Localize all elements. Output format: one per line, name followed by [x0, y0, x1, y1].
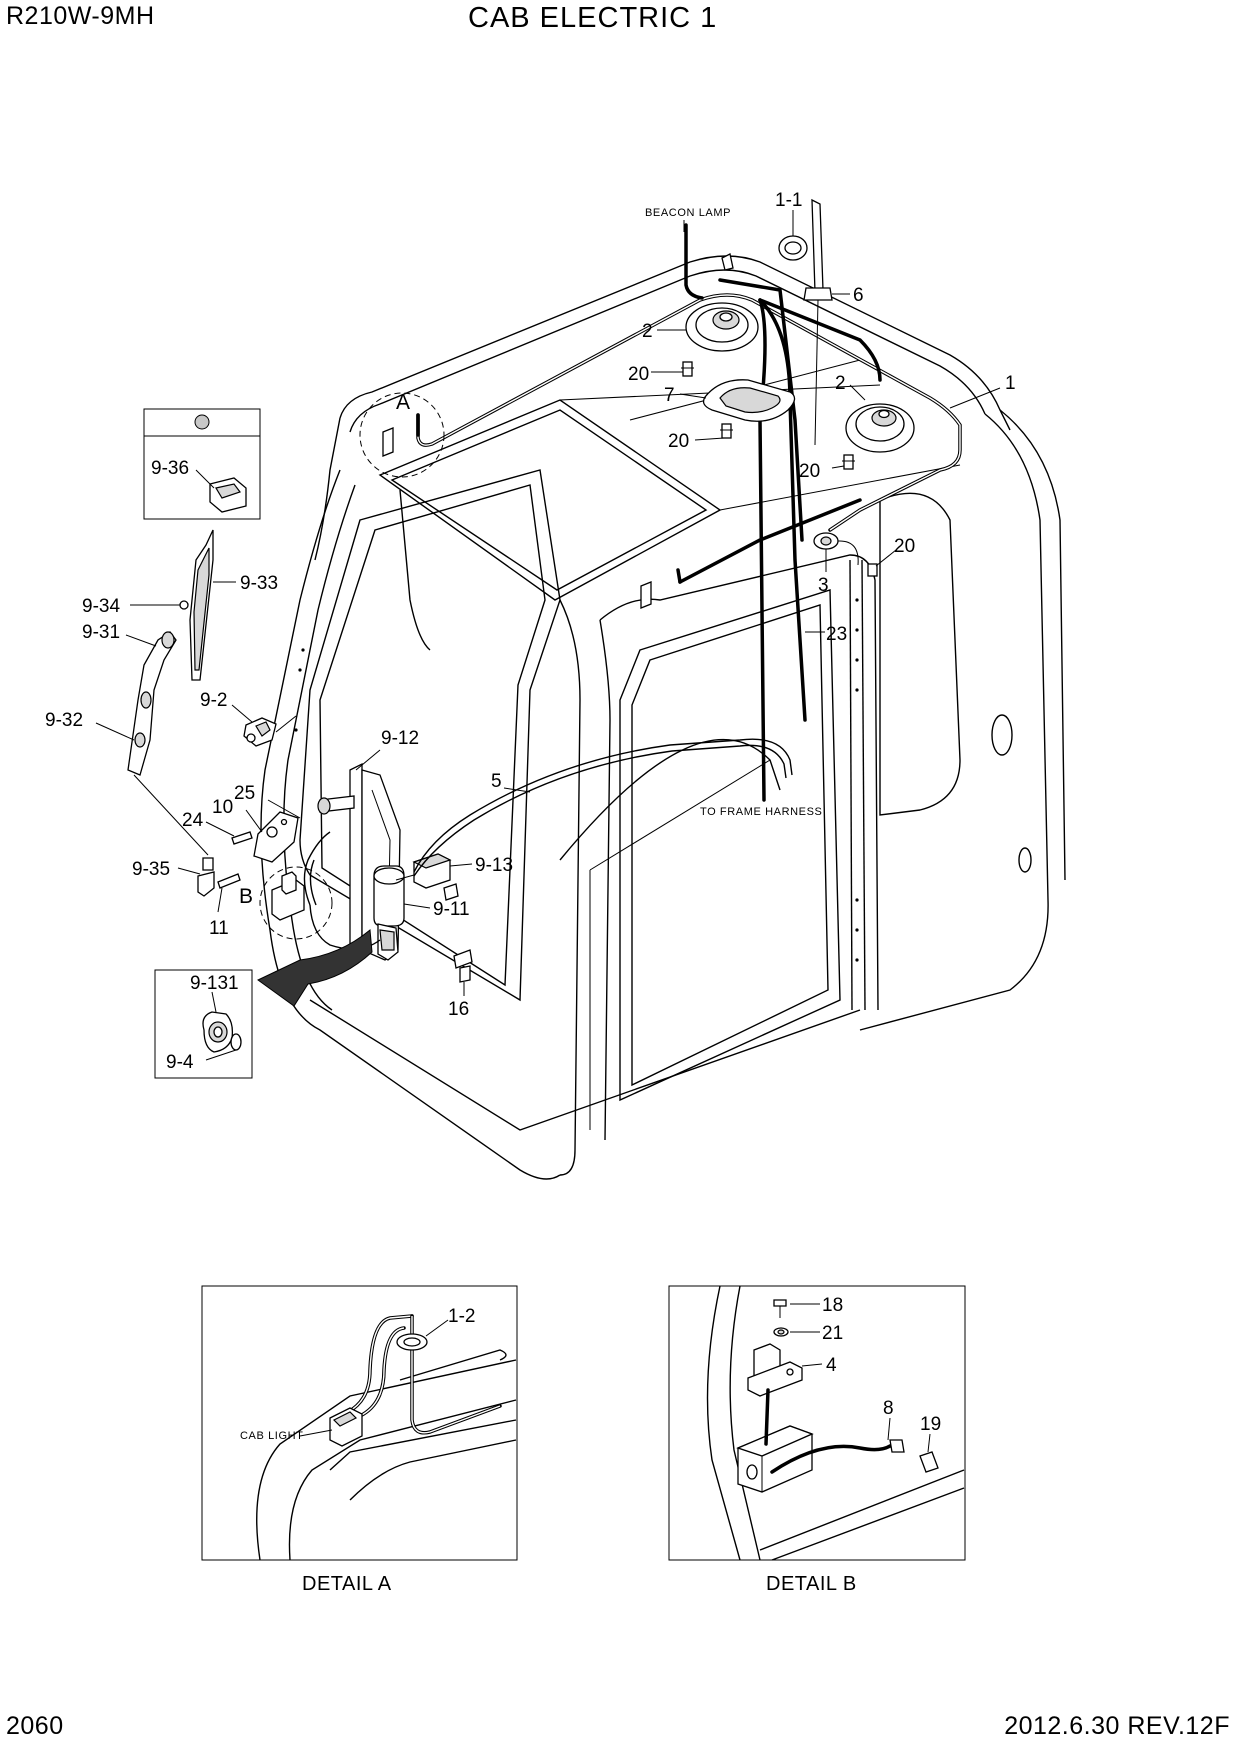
caption-detail-b: DETAIL B	[766, 1573, 857, 1595]
room-lamp-7	[679, 379, 796, 422]
harness-1-leader	[949, 387, 1001, 409]
callout-9-31: 9-31	[82, 622, 120, 643]
callout-1-1: 1-1	[775, 190, 802, 211]
roof-clips	[382, 253, 734, 609]
callout-11: 11	[209, 918, 229, 939]
callout-9-35: 9-35	[132, 859, 170, 880]
note-to-frame-harness: TO FRAME HARNESS	[700, 806, 822, 818]
callout-20-b: 20	[668, 431, 689, 452]
knob-9-34	[130, 600, 189, 610]
grommet-1-1	[778, 210, 808, 261]
speaker-2-right	[845, 384, 915, 453]
callout-9-32: 9-32	[45, 710, 83, 731]
mirror-9-33	[189, 529, 236, 681]
inset-9-131	[154, 969, 253, 1079]
callout-24: 24	[182, 810, 204, 831]
callout-10: 10	[212, 797, 233, 818]
callout-20-a: 20	[628, 364, 649, 385]
callout-9-13: 9-13	[475, 855, 513, 876]
note-beacon-lamp: BEACON LAMP	[645, 207, 731, 219]
detail-arrow	[257, 929, 373, 1007]
callout-5: 5	[491, 771, 502, 792]
detail-ref-b: B	[239, 885, 253, 908]
motor-9-11	[373, 865, 431, 961]
callout-1-2: 1-2	[448, 1306, 475, 1327]
callout-9-12: 9-12	[381, 728, 419, 749]
callout-18: 18	[822, 1295, 843, 1316]
callout-9-2: 9-2	[200, 690, 227, 711]
callout-9-131: 9-131	[190, 973, 239, 994]
bolt-20-a	[651, 361, 694, 377]
note-cab-light: CAB LIGHT	[240, 1430, 303, 1442]
model-code: R210W-9MH	[6, 2, 155, 30]
revision-date: 2012.6.30 REV.12F	[1004, 1712, 1230, 1740]
plate-10	[245, 799, 301, 863]
callout-23: 23	[826, 624, 847, 645]
callout-20-c: 20	[799, 461, 820, 482]
callout-25: 25	[234, 783, 255, 804]
screw-24	[205, 821, 253, 845]
callout-8: 8	[883, 1398, 894, 1419]
detail-b-box	[271, 871, 305, 921]
nozzle-small	[443, 883, 459, 901]
antenna-6	[803, 198, 850, 446]
callout-4: 4	[826, 1355, 837, 1376]
nozzle-16	[453, 949, 473, 996]
callout-1: 1	[1005, 373, 1016, 394]
bolt-20-b	[694, 423, 733, 441]
mirror-arm-9-31-9-32	[95, 631, 209, 856]
callout-19: 19	[920, 1414, 941, 1435]
callout-9-11: 9-11	[433, 899, 470, 920]
callout-16: 16	[448, 999, 469, 1020]
page-title: CAB ELECTRIC 1	[468, 2, 718, 34]
callout-21: 21	[822, 1323, 843, 1344]
bolt-20-c	[831, 454, 855, 470]
callout-3: 3	[818, 575, 829, 596]
callout-9-34: 9-34	[82, 596, 120, 617]
washer-hose-5	[303, 738, 793, 950]
detail-a-panel	[201, 1285, 518, 1561]
callout-9-33: 9-33	[240, 573, 278, 594]
bolt-20-d	[867, 549, 897, 577]
clip-9-35	[177, 857, 215, 897]
roof-harness	[416, 223, 962, 802]
caption-detail-a: DETAIL A	[302, 1573, 392, 1595]
callout-9-36: 9-36	[151, 458, 189, 479]
screw-11	[217, 873, 241, 913]
speaker-2-top	[657, 302, 759, 352]
detail-a-marker	[359, 392, 445, 478]
callouts: 1-1 6 2 20 7 20 2 1 20 20 3 23 9-36 9-33…	[45, 190, 1016, 1435]
bracket-9-2	[231, 704, 297, 747]
inset-9-36	[143, 408, 261, 520]
callout-2-right: 2	[835, 373, 846, 394]
page-number: 2060	[6, 1712, 64, 1740]
callout-2-top: 2	[642, 321, 653, 342]
callout-7: 7	[664, 385, 675, 406]
callout-9-4: 9-4	[166, 1052, 194, 1073]
callout-6: 6	[853, 285, 864, 306]
callout-20-d: 20	[894, 536, 915, 557]
switch-9-13	[395, 853, 473, 889]
detail-b-marker	[259, 866, 333, 940]
connector-3	[813, 532, 859, 572]
detail-b-panel	[668, 1285, 966, 1561]
cab-frame	[260, 255, 1066, 1180]
detail-ref-a: A	[396, 391, 410, 414]
hinge-dots	[294, 598, 859, 962]
